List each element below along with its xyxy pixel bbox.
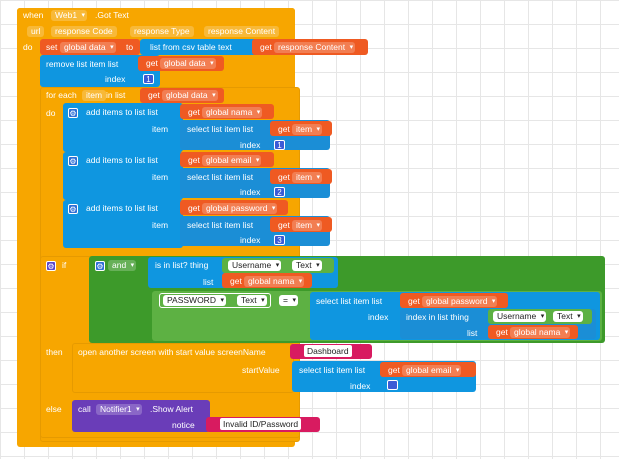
set-label: set	[46, 42, 58, 52]
add-items-block-2[interactable]	[63, 152, 183, 200]
get-label: get	[496, 327, 508, 337]
item-dropdown[interactable]: item	[292, 172, 323, 183]
gear-icon[interactable]: ⚙	[68, 156, 78, 166]
gear-icon[interactable]: ⚙	[68, 108, 78, 118]
get-label: get	[388, 365, 400, 375]
select-list-item-label: select list item list	[187, 124, 254, 134]
index-number[interactable]: 3	[274, 235, 285, 245]
add-items-block-1[interactable]	[63, 103, 183, 152]
for-each-do-label: do	[46, 108, 56, 118]
select-list-item-label: select list item list	[316, 296, 383, 306]
select-list-item-label: select list item list	[299, 365, 366, 375]
get-label: get	[188, 107, 200, 117]
screen-name-string[interactable]: Dashboard	[304, 345, 352, 357]
set-to-label: to	[126, 42, 134, 52]
for-each-item-variable[interactable]: item	[82, 90, 107, 101]
index-label: index	[240, 187, 261, 197]
add-items-label: add items to list list	[86, 155, 158, 165]
get-label: get	[148, 90, 160, 100]
item-dropdown[interactable]: item	[292, 124, 323, 135]
global-email-dropdown[interactable]: global email	[202, 155, 262, 166]
global-nama-dropdown[interactable]: global nama	[244, 276, 305, 287]
empty-index-socket[interactable]	[387, 380, 398, 390]
gear-icon[interactable]: ⚙	[68, 204, 78, 214]
param-response-content[interactable]: response Content	[204, 26, 280, 37]
index-label: index	[368, 312, 389, 322]
for-each-list-dropdown[interactable]: global data	[162, 90, 218, 101]
open-another-screen-block[interactable]	[72, 343, 294, 393]
item-label: item	[152, 220, 169, 230]
gear-icon[interactable]: ⚙	[95, 261, 105, 271]
start-value-label: startValue	[242, 365, 280, 375]
index-number[interactable]: 2	[274, 187, 285, 197]
get-label: get	[188, 155, 200, 165]
list-label: list	[203, 277, 214, 287]
component-dropdown-web1[interactable]: Web1	[51, 10, 88, 21]
select-list-item-label: select list item list	[187, 172, 254, 182]
username-component-dropdown-2[interactable]: Username	[493, 311, 547, 322]
param-response-code[interactable]: response Code	[51, 26, 117, 37]
get-label: get	[278, 172, 290, 182]
username-text-property-dropdown[interactable]: Text	[292, 260, 322, 271]
username-text-property-dropdown-2[interactable]: Text	[553, 311, 583, 322]
get-label: get	[260, 42, 272, 52]
in-list-label: in list	[106, 90, 126, 100]
global-password-dropdown[interactable]: global password	[202, 203, 278, 214]
list-label: list	[467, 328, 478, 338]
get-label: get	[230, 276, 242, 286]
list-from-csv-block[interactable]	[140, 39, 260, 55]
remove-list-item-label: remove list item list	[46, 59, 119, 69]
get-label: get	[278, 124, 290, 134]
open-screen-label: open another screen with start value scr…	[78, 347, 266, 357]
show-alert-label: .Show Alert	[150, 404, 193, 414]
event-do-label: do	[23, 42, 33, 52]
notice-label: notice	[172, 420, 195, 430]
index-in-list-label: index in list thing	[406, 312, 469, 322]
get-label: get	[278, 220, 290, 230]
then-label: then	[46, 347, 63, 357]
if-label: if	[62, 260, 67, 270]
get-label: get	[188, 203, 200, 213]
get-label: get	[146, 58, 158, 68]
global-password-dropdown[interactable]: global password	[422, 296, 498, 307]
notice-string[interactable]: Invalid ID/Password	[220, 418, 302, 430]
index-number[interactable]: 1	[274, 140, 285, 150]
global-nama-dropdown[interactable]: global nama	[202, 107, 263, 118]
global-nama-dropdown-2[interactable]: global nama	[510, 327, 571, 338]
password-component-dropdown[interactable]: PASSWORD	[163, 295, 226, 306]
notifier-component-dropdown[interactable]: Notifier1	[96, 404, 142, 415]
remove-index-label: index	[105, 74, 126, 84]
item-label: item	[152, 124, 169, 134]
list-from-csv-label: list from csv table text	[150, 42, 232, 52]
is-in-list-label: is in list? thing	[155, 260, 209, 270]
index-label: index	[240, 235, 261, 245]
remove-index-number[interactable]: 1	[143, 74, 154, 84]
param-response-type[interactable]: response Type	[130, 26, 194, 37]
add-items-label: add items to list list	[86, 203, 158, 213]
get-response-content-dropdown[interactable]: response Content	[274, 42, 356, 53]
call-label: call	[78, 404, 91, 414]
username-component-dropdown[interactable]: Username	[228, 260, 282, 271]
get-label: get	[408, 296, 420, 306]
param-url[interactable]: url	[27, 26, 45, 37]
item-dropdown[interactable]: item	[292, 220, 323, 231]
gear-icon[interactable]: ⚙	[46, 261, 56, 271]
select-list-item-label: select list item list	[187, 220, 254, 230]
index-label: index	[240, 140, 261, 150]
index-label: index	[350, 381, 371, 391]
else-label: else	[46, 404, 62, 414]
for-each-label: for each	[46, 90, 77, 100]
global-email-dropdown[interactable]: global email	[402, 365, 462, 376]
event-name-label: .Got Text	[95, 10, 129, 20]
global-data-dropdown[interactable]: global data	[160, 58, 216, 69]
and-dropdown[interactable]: and	[108, 260, 137, 271]
when-label: when	[23, 10, 44, 20]
equals-operator-dropdown[interactable]: =	[279, 295, 298, 306]
item-label: item	[152, 172, 169, 182]
password-text-property-dropdown[interactable]: Text	[237, 295, 267, 306]
set-variable-dropdown[interactable]: global data	[60, 42, 116, 53]
add-items-label: add items to list list	[86, 107, 158, 117]
add-items-block-3[interactable]	[63, 200, 183, 248]
